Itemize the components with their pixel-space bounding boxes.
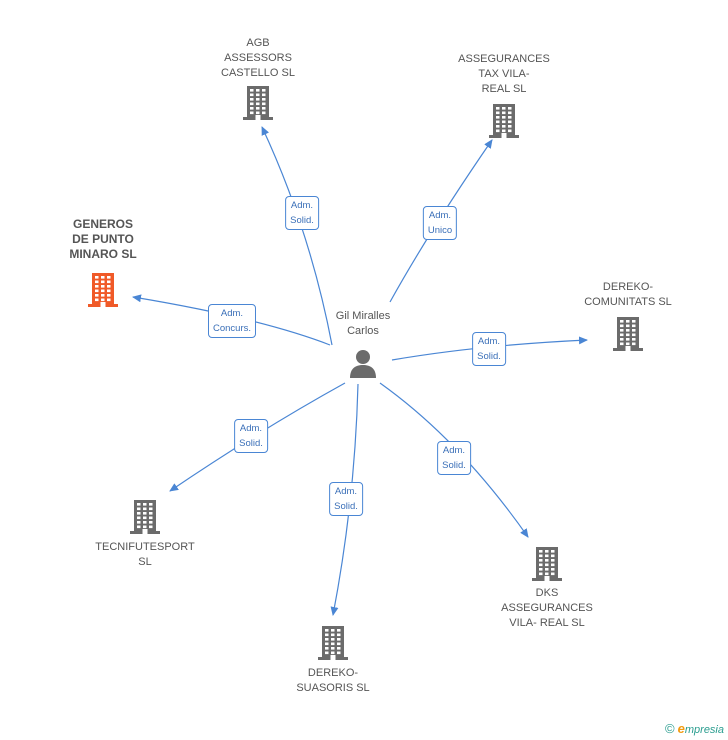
company-label-dereko-suasoris[interactable]: DEREKO- SUASORIS SL: [296, 667, 370, 694]
building-icon[interactable]: [87, 273, 119, 312]
building-icon[interactable]: [488, 104, 520, 143]
edge-label-agb[interactable]: Adm. Solid.: [285, 196, 319, 230]
edge-agb: [261, 126, 333, 346]
edge-label-dereko-suasoris[interactable]: Adm. Solid.: [329, 482, 363, 516]
edge-label-tecnifutesport[interactable]: Adm. Solid.: [234, 419, 268, 453]
building-icon[interactable]: [242, 86, 274, 125]
edge-label-generos[interactable]: Adm. Concurs.: [207, 304, 257, 338]
company-label-agb[interactable]: AGB ASSESSORS CASTELLO SL: [221, 37, 295, 79]
edge-label-dks[interactable]: Adm. Solid.: [437, 441, 471, 475]
company-label-tecnifutesport[interactable]: TECNIFUTESPORT SL: [95, 541, 195, 568]
brand-initial: e: [677, 721, 685, 736]
company-label-dereko-comunitats[interactable]: DEREKO- COMUNITATS SL: [584, 281, 672, 308]
company-label-dks[interactable]: DKS ASSEGURANCES VILA- REAL SL: [501, 587, 593, 629]
building-icon[interactable]: [531, 547, 563, 586]
building-icon[interactable]: [317, 626, 349, 665]
edge-label-assegurances-tax[interactable]: Adm. Unico: [422, 206, 458, 240]
company-label-generos[interactable]: GENEROS DE PUNTO MINARO SL: [69, 217, 137, 261]
brand-name: mpresia: [684, 724, 724, 736]
edge-label-dereko-comunitats[interactable]: Adm. Solid.: [472, 332, 506, 366]
company-label-assegurances-tax[interactable]: ASSEGURANCES TAX VILA- REAL SL: [458, 53, 550, 95]
person-label[interactable]: Gil Miralles Carlos: [335, 310, 391, 337]
building-icon[interactable]: [129, 500, 161, 539]
person-icon[interactable]: [348, 348, 378, 383]
building-icon[interactable]: [612, 317, 644, 356]
footer-brand: © empresia: [665, 721, 724, 736]
copyright-icon: ©: [664, 721, 675, 736]
